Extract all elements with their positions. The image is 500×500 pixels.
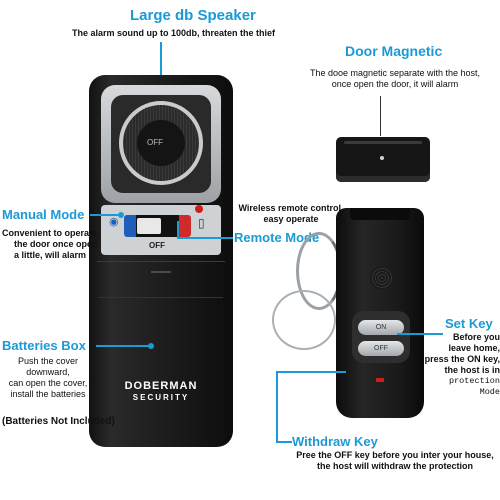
mode-switch-knob[interactable] bbox=[137, 218, 161, 234]
door-magnet bbox=[336, 137, 430, 182]
batteries-line1: Push the cover bbox=[17, 356, 79, 366]
manual-title: Manual Mode bbox=[2, 207, 85, 222]
withdraw-line2: the host will withdraw the protection bbox=[316, 461, 473, 471]
remote-led bbox=[376, 378, 384, 382]
withdraw-desc: Pree the OFF key before you inter your h… bbox=[290, 450, 500, 472]
led-indicator bbox=[195, 205, 203, 213]
speaker-off-label: OFF bbox=[147, 138, 163, 147]
batteries-pointer-dot bbox=[148, 343, 154, 349]
manual-line1: Convenient to operate, bbox=[2, 228, 100, 238]
lock-icon: ▯ bbox=[198, 216, 205, 230]
manual-desc: Convenient to operate, the door once ope… bbox=[2, 228, 100, 261]
magnet-indicator-dot bbox=[380, 156, 384, 160]
remote-desc-line2: easy operate bbox=[263, 214, 319, 224]
set-key-line5: protection Mode bbox=[448, 376, 500, 397]
wireless-icon: ◉ bbox=[109, 216, 119, 228]
remote-mode-pointer-line bbox=[177, 237, 233, 239]
remote-off-button[interactable]: OFF bbox=[358, 341, 404, 356]
withdraw-title: Withdraw Key bbox=[292, 434, 378, 449]
door-desc-line1: The dooe magnetic separate with the host… bbox=[309, 68, 481, 78]
set-key-line2: leave home, bbox=[448, 343, 500, 353]
manual-pointer-line bbox=[90, 214, 120, 216]
door-pointer-line bbox=[380, 96, 381, 136]
set-key-line3: press the ON key, bbox=[424, 354, 500, 364]
batteries-note: (Batteries Not Included) bbox=[2, 416, 115, 427]
set-key-line1: Before you bbox=[452, 332, 500, 342]
brand-doberman: DOBERMAN bbox=[124, 380, 198, 392]
remote-speaker-icon bbox=[370, 266, 394, 290]
door-desc-line2: once open the door, it will alarm bbox=[331, 79, 459, 89]
speaker-desc: The alarm sound up to 100db, threaten th… bbox=[72, 28, 276, 38]
set-key-line4: the host is in bbox=[444, 365, 500, 375]
alarm-host-device: OFF ◉ ▯ OFF DOBERMAN SECURITY bbox=[89, 75, 233, 447]
batteries-pointer-line bbox=[96, 345, 150, 347]
speaker-title: Large db Speaker bbox=[130, 7, 256, 24]
batteries-line3: can open the cover, bbox=[8, 378, 88, 388]
set-key-title: Set Key bbox=[445, 316, 493, 331]
set-key-pointer-line bbox=[397, 333, 443, 335]
batteries-title: Batteries Box bbox=[2, 338, 86, 353]
brand-security: SECURITY bbox=[132, 393, 190, 402]
withdraw-line1: Pree the OFF key before you inter your h… bbox=[296, 450, 494, 460]
batteries-line2: downward, bbox=[26, 367, 70, 377]
remote-desc-line1: Wireless remote control, bbox=[238, 203, 344, 213]
remote-control: ON OFF bbox=[336, 208, 424, 418]
batteries-desc: Push the cover downward, can open the co… bbox=[2, 356, 94, 400]
keyring-loop bbox=[272, 290, 336, 350]
manual-line2: the door once open bbox=[14, 239, 98, 249]
remote-mode-title: Remote Mode bbox=[234, 230, 320, 245]
manual-pointer-dot bbox=[118, 212, 124, 218]
remote-on-button[interactable]: ON bbox=[358, 320, 404, 335]
batteries-line4: install the batteries bbox=[10, 389, 86, 399]
set-key-desc: Before you leave home, press the ON key,… bbox=[424, 332, 500, 398]
door-title: Door Magnetic bbox=[345, 43, 443, 59]
withdraw-pointer-vline bbox=[276, 371, 278, 443]
remote-desc: Wireless remote control, easy operate bbox=[236, 203, 346, 225]
cover-slide-marker bbox=[151, 265, 171, 273]
switch-off-label: OFF bbox=[149, 241, 165, 250]
door-desc: The dooe magnetic separate with the host… bbox=[300, 68, 490, 90]
withdraw-pointer-hline bbox=[276, 371, 346, 373]
manual-line3: a little, will alarm bbox=[14, 250, 87, 260]
